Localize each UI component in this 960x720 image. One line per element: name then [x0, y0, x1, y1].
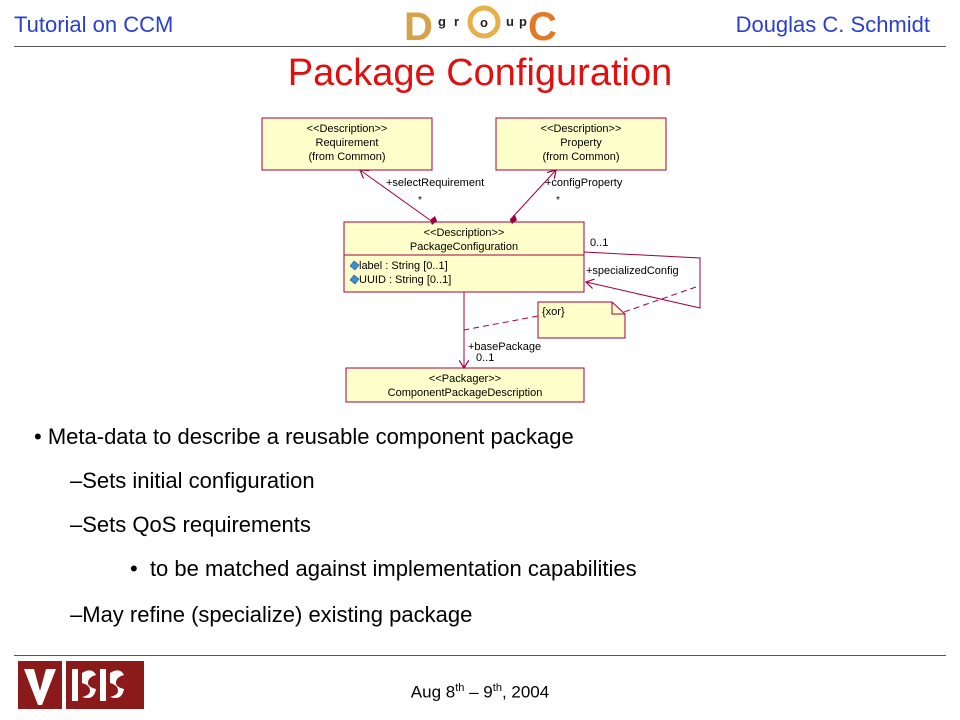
property-stereotype: <<Description>> [541, 123, 622, 135]
header-right-author: Douglas C. Schmidt [735, 12, 930, 37]
bullet-3: –Sets QoS requirements [70, 512, 311, 537]
bullet-1-text: Meta-data to describe a reusable compone… [47, 424, 574, 449]
bullet-2: –Sets initial configuration [70, 468, 315, 493]
bullet-1: • Meta-data to describe a reusable compo… [34, 424, 574, 449]
class-package-configuration: <<Description>> PackageConfiguration lab… [343, 221, 585, 293]
label-star-1: * [418, 195, 422, 206]
label-config-property: +configProperty [545, 177, 623, 189]
pkgconf-name: PackageConfiguration [410, 241, 518, 253]
attr-uuid-icon [349, 274, 360, 285]
property-name: Property [560, 137, 602, 149]
requirement-stereotype: <<Description>> [307, 123, 388, 135]
label-star-2: * [556, 195, 560, 206]
date-sup-2: th [492, 682, 502, 694]
association-config-property [509, 170, 556, 224]
association-specialized-config [583, 251, 701, 309]
header-left-title: Tutorial on CCM [14, 12, 174, 37]
logo-letter-c: C [528, 5, 557, 46]
bullet-5-text: May refine (specialize) existing package [82, 602, 473, 627]
attr-label-icon [349, 260, 360, 271]
vanderbilt-isis-logo [18, 661, 144, 709]
label-specialized-mult: 0..1 [590, 237, 608, 249]
cpd-name: ComponentPackageDescription [388, 387, 543, 399]
logo-letter-p: p [519, 14, 527, 29]
slide-title: Package Configuration [287, 52, 673, 94]
xor-dash-lower [463, 315, 539, 331]
label-select-requirement: +selectRequirement [386, 177, 484, 189]
label-base-package: +basePackage [468, 341, 541, 353]
attr-uuid: UUID : String [0..1] [359, 274, 451, 286]
logo-letter-d: D [404, 5, 433, 46]
bullet-4-text: to be matched against implementation cap… [149, 556, 637, 581]
date-pre: Aug 8 [410, 682, 456, 702]
logo-letter-g: g [438, 14, 446, 29]
pkgconf-stereotype: <<Description>> [424, 227, 505, 239]
bullet-2-text: Sets initial configuration [82, 468, 315, 493]
isis-icon [72, 669, 124, 701]
class-requirement: <<Description>> Requirement (from Common… [261, 117, 433, 171]
attr-label: label : String [0..1] [359, 260, 448, 272]
note-xor: {xor} [537, 301, 626, 339]
label-base-mult: 0..1 [476, 352, 494, 364]
xor-dash-upper [623, 286, 697, 313]
label-specialized-config: +specializedConfig [586, 265, 679, 277]
doc-group-logo: D g r o u p C [404, 5, 557, 46]
logo-ring [467, 5, 501, 39]
bullet-4: • to be matched against implementation c… [130, 556, 637, 581]
requirement-from: (from Common) [308, 151, 385, 163]
note-text: {xor} [542, 306, 565, 318]
class-property: <<Description>> Property (from Common) [495, 117, 667, 171]
date-mid: – 9 [464, 682, 493, 702]
date-sup-1: th [455, 682, 465, 694]
logo-letter-o: o [480, 15, 488, 30]
bullet-3-text: Sets QoS requirements [82, 512, 311, 537]
class-component-package-description: <<Packager>> ComponentPackageDescription [345, 367, 585, 403]
cpd-stereotype: <<Packager>> [429, 373, 501, 385]
vanderbilt-v-icon [24, 669, 56, 705]
association-select-requirement [360, 170, 437, 225]
footer-divider [14, 655, 946, 656]
logo-letter-r: r [454, 14, 459, 29]
property-from: (from Common) [542, 151, 619, 163]
footer-date: Aug 8th – 9th, 2004 [0, 682, 960, 703]
header-divider [14, 46, 946, 47]
logo-letter-u: u [506, 14, 514, 29]
uml-diagram: <<Description>> Requirement (from Common… [261, 117, 701, 403]
requirement-name: Requirement [316, 137, 379, 149]
date-post: , 2004 [501, 682, 550, 702]
bullet-5: –May refine (specialize) existing packag… [70, 602, 473, 627]
